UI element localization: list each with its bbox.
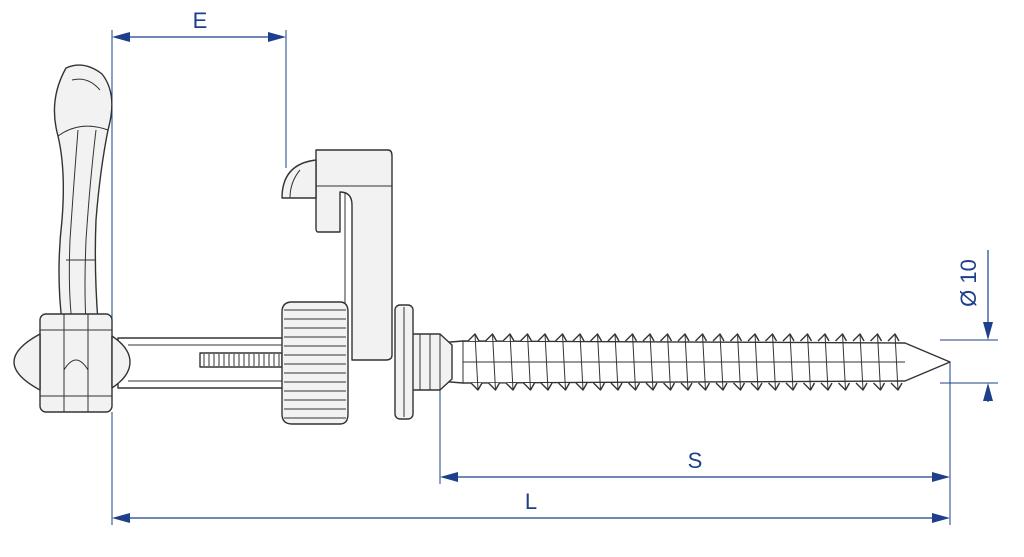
- screw-thread: [437, 333, 951, 391]
- cam-lever: [53, 64, 113, 323]
- dimension-s-label: S: [688, 448, 703, 473]
- dimension-diameter-label: Ø 10: [956, 259, 981, 307]
- lever-pivot: [39, 313, 113, 413]
- left-dome-cap: [13, 333, 41, 391]
- knurled-nut: [281, 301, 349, 425]
- dimension-e: E: [111, 8, 287, 318]
- dimension-l-label: L: [525, 489, 537, 514]
- dimension-diameter: Ø 10: [940, 250, 998, 402]
- clamp-bracket: [281, 149, 393, 361]
- dimension-l: L: [111, 412, 950, 525]
- dimension-e-label: E: [193, 8, 208, 33]
- right-dome-cap: [111, 335, 131, 389]
- screw-shaft: [117, 337, 289, 389]
- washer: [394, 304, 414, 420]
- screw-hex-section: [409, 333, 453, 391]
